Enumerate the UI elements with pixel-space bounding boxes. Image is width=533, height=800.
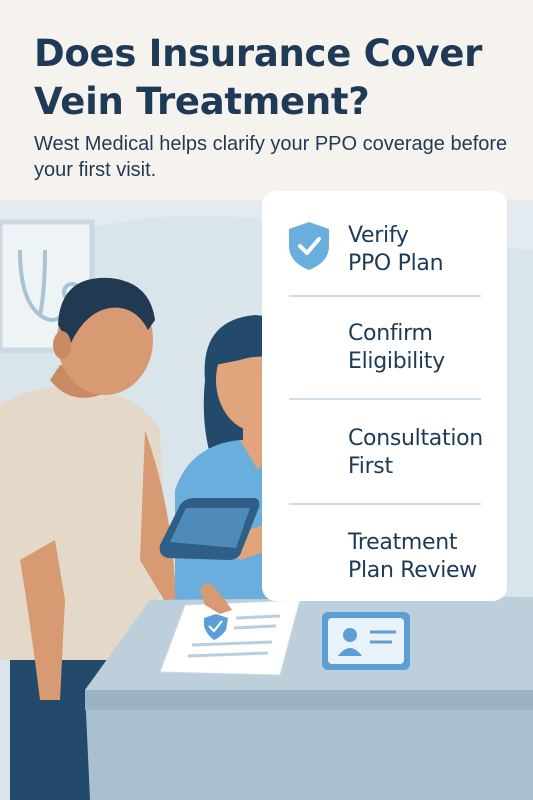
coverage-document	[159, 583, 301, 676]
patient-figure	[0, 277, 218, 800]
shield-check-icon	[289, 222, 329, 270]
step-verify-ppo-plan: Verify PPO Plan	[348, 223, 444, 276]
step-consultation-first: Consultation First	[348, 426, 483, 479]
divider	[289, 398, 481, 400]
page-subtitle: West Medical helps clarify your PPO cove…	[34, 133, 508, 181]
insurance-id-card	[322, 612, 410, 670]
page-title: Does Insurance Cover Vein Treatment?	[34, 32, 483, 123]
step-treatment-plan-review: Treatment Plan Review	[348, 530, 477, 583]
tablet-device	[159, 498, 260, 560]
divider	[289, 503, 481, 505]
reception-counter	[85, 597, 533, 800]
divider	[289, 295, 481, 297]
step-confirm-eligibility: Confirm Eligibility	[348, 321, 445, 374]
